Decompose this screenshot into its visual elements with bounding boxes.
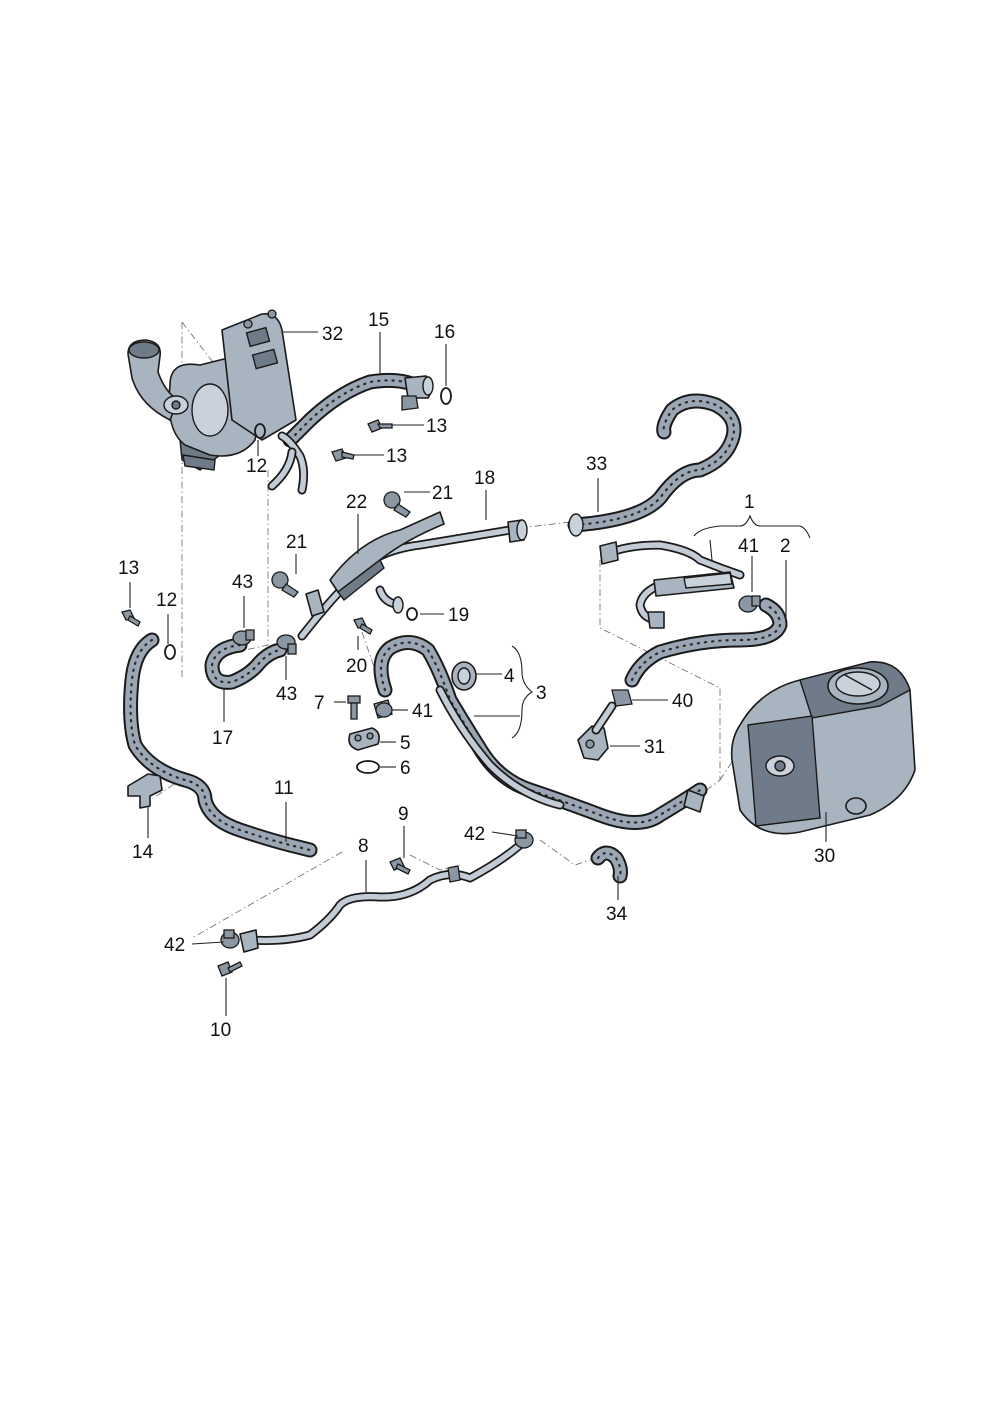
callout-13-middle: 13 — [386, 446, 407, 467]
part-5-flange — [348, 727, 380, 751]
part-12-o-ring-lower — [164, 644, 176, 660]
callout-22: 22 — [346, 492, 367, 513]
callout-43-upper: 43 — [232, 572, 253, 593]
part-30-expansion-tank — [730, 661, 916, 835]
callout-labels: 32 15 16 13 13 12 18 21 22 33 1 41 2 21 … — [118, 310, 835, 1041]
part-13-bolt-left — [121, 609, 141, 627]
part-42-clamp-lower — [220, 929, 240, 949]
callout-40: 40 — [672, 691, 693, 712]
callout-15: 15 — [368, 310, 389, 331]
part-12-o-ring-upper — [254, 423, 266, 439]
callout-30: 30 — [814, 846, 835, 867]
callout-41-upper: 41 — [738, 536, 759, 557]
callout-12-lower: 12 — [156, 590, 177, 611]
callout-17: 17 — [212, 728, 233, 749]
part-41-clamp-upper — [738, 595, 761, 613]
callout-41-lower: 41 — [412, 701, 433, 722]
callout-13-upper: 13 — [426, 416, 447, 437]
callout-10: 10 — [210, 1020, 231, 1041]
callout-14: 14 — [132, 842, 154, 863]
callout-3: 3 — [536, 683, 547, 704]
part-9-bolt — [389, 857, 411, 875]
part-43-clamp-left — [232, 629, 255, 646]
part-41-clamp-lower — [373, 699, 393, 719]
part-3-hose — [373, 635, 708, 830]
part-43-clamp-right — [276, 634, 297, 655]
callout-8: 8 — [358, 836, 369, 857]
part-21-bolt-upper — [383, 491, 411, 518]
callout-20: 20 — [346, 656, 367, 677]
leader-lines — [129, 331, 827, 1016]
part-31-sensor — [577, 701, 617, 761]
callout-34: 34 — [606, 904, 628, 925]
callout-9: 9 — [398, 804, 409, 825]
callout-1: 1 — [744, 492, 755, 513]
part-42-clamp-upper — [514, 829, 534, 849]
callout-4: 4 — [504, 666, 515, 687]
part-10-bolt — [217, 961, 243, 977]
part-15-hose — [267, 372, 434, 495]
callout-21-upper: 21 — [432, 483, 453, 504]
callout-33: 33 — [586, 454, 607, 475]
callout-13-left: 13 — [118, 558, 139, 579]
part-40-clamp — [611, 689, 633, 707]
part-17-hose — [204, 637, 288, 690]
callout-43-lower: 43 — [276, 684, 297, 705]
part-11-hose — [123, 632, 318, 858]
callout-7: 7 — [314, 693, 325, 714]
callout-6: 6 — [400, 758, 411, 779]
callout-5: 5 — [400, 733, 411, 754]
callout-11: 11 — [274, 778, 294, 799]
part-13-bolt-middle — [331, 448, 355, 462]
part-8-pipe — [239, 840, 525, 953]
part-7-bolt — [347, 695, 361, 720]
part-33-hose — [567, 393, 742, 537]
part-22-heat-shield — [305, 511, 445, 617]
callout-31: 31 — [644, 737, 665, 758]
part-2-hose — [624, 597, 788, 688]
part-16-o-ring — [440, 387, 452, 405]
callout-2: 2 — [780, 536, 791, 557]
part-14-bracket — [127, 773, 163, 809]
part-21-bolt-lower — [271, 571, 299, 598]
callout-16: 16 — [434, 322, 455, 343]
part-34-hose-elbow — [590, 845, 628, 884]
part-6-seal — [356, 760, 380, 774]
callout-42-lower: 42 — [164, 935, 185, 956]
callout-21-lower: 21 — [286, 532, 307, 553]
callout-19: 19 — [448, 605, 469, 626]
part-13-bolt-upper — [367, 419, 393, 433]
part-4-clamp — [451, 661, 477, 691]
part-19-o-ring — [406, 607, 418, 621]
part-20-bolt — [353, 617, 373, 635]
part-1-pipe-assembly — [599, 540, 745, 629]
callout-32: 32 — [322, 324, 343, 345]
callout-12-upper: 12 — [246, 456, 267, 477]
part-32-thermostat-housing — [127, 309, 297, 471]
callout-42-upper: 42 — [464, 824, 485, 845]
callout-18: 18 — [474, 468, 495, 489]
